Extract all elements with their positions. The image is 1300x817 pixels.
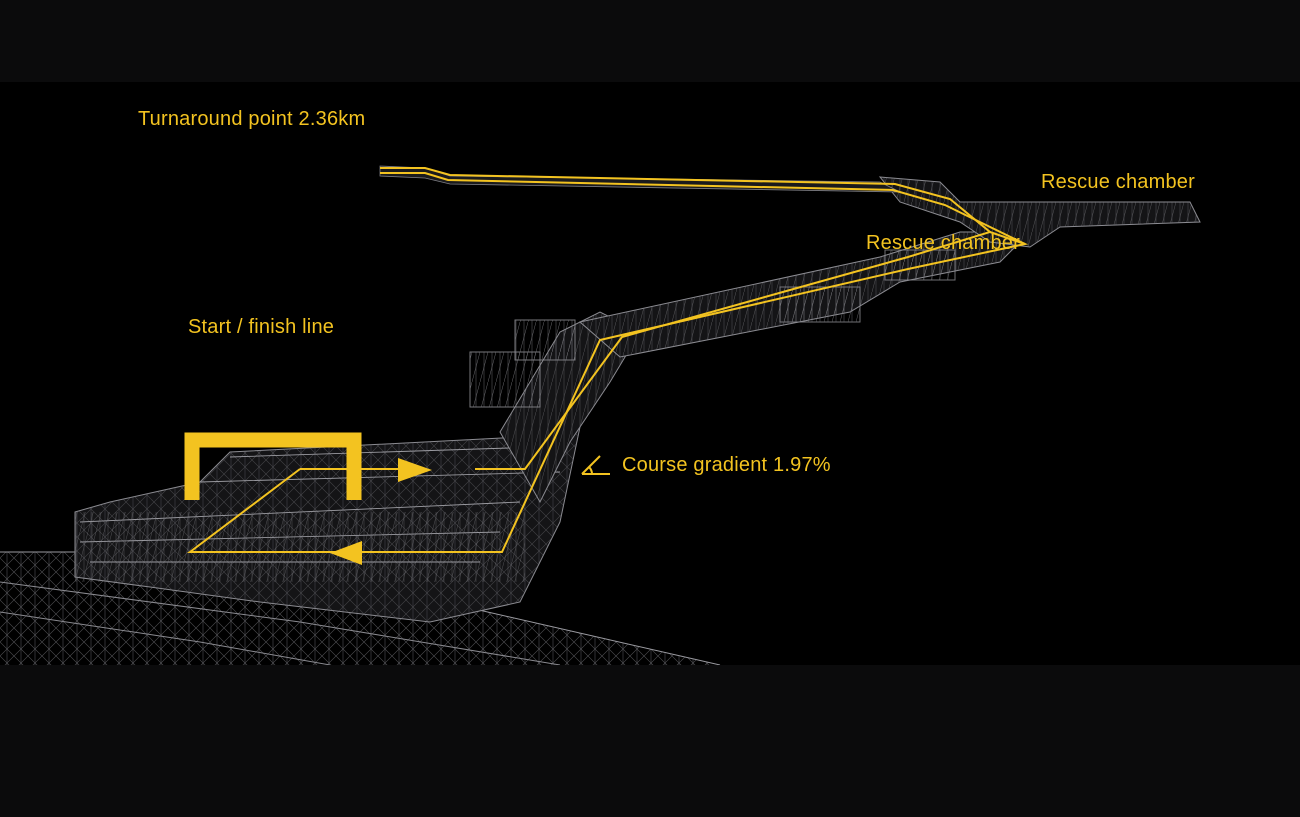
rescue-chamber-label-upper: Rescue chamber (1041, 171, 1195, 193)
route-outbound-line (380, 167, 993, 470)
rescue-chamber-label-lower: Rescue chamber (866, 232, 1020, 254)
top-frame-band (0, 0, 1300, 82)
route-return-line (360, 172, 1029, 553)
course-gradient-label: Course gradient 1.97% (622, 454, 831, 476)
upper-tunnel (578, 231, 1032, 358)
rescue-chamber-pointer-1 (989, 231, 1026, 245)
bottom-frame-band (0, 665, 1300, 817)
route-loop-line (187, 468, 360, 553)
gate-bracket-icon (184, 432, 362, 500)
start-area-tunnels (74, 411, 581, 623)
arrow-left-icon (330, 541, 362, 565)
arrow-right-icon (398, 458, 432, 482)
start-finish-label: Start / finish line (188, 316, 335, 338)
tunnel-diagram (0, 165, 1201, 665)
tunnel-scene (0, 82, 1300, 665)
turnaround-label: Turnaround point 2.36km (138, 108, 366, 130)
angle-icon (581, 455, 610, 475)
far-branch (878, 176, 1201, 248)
